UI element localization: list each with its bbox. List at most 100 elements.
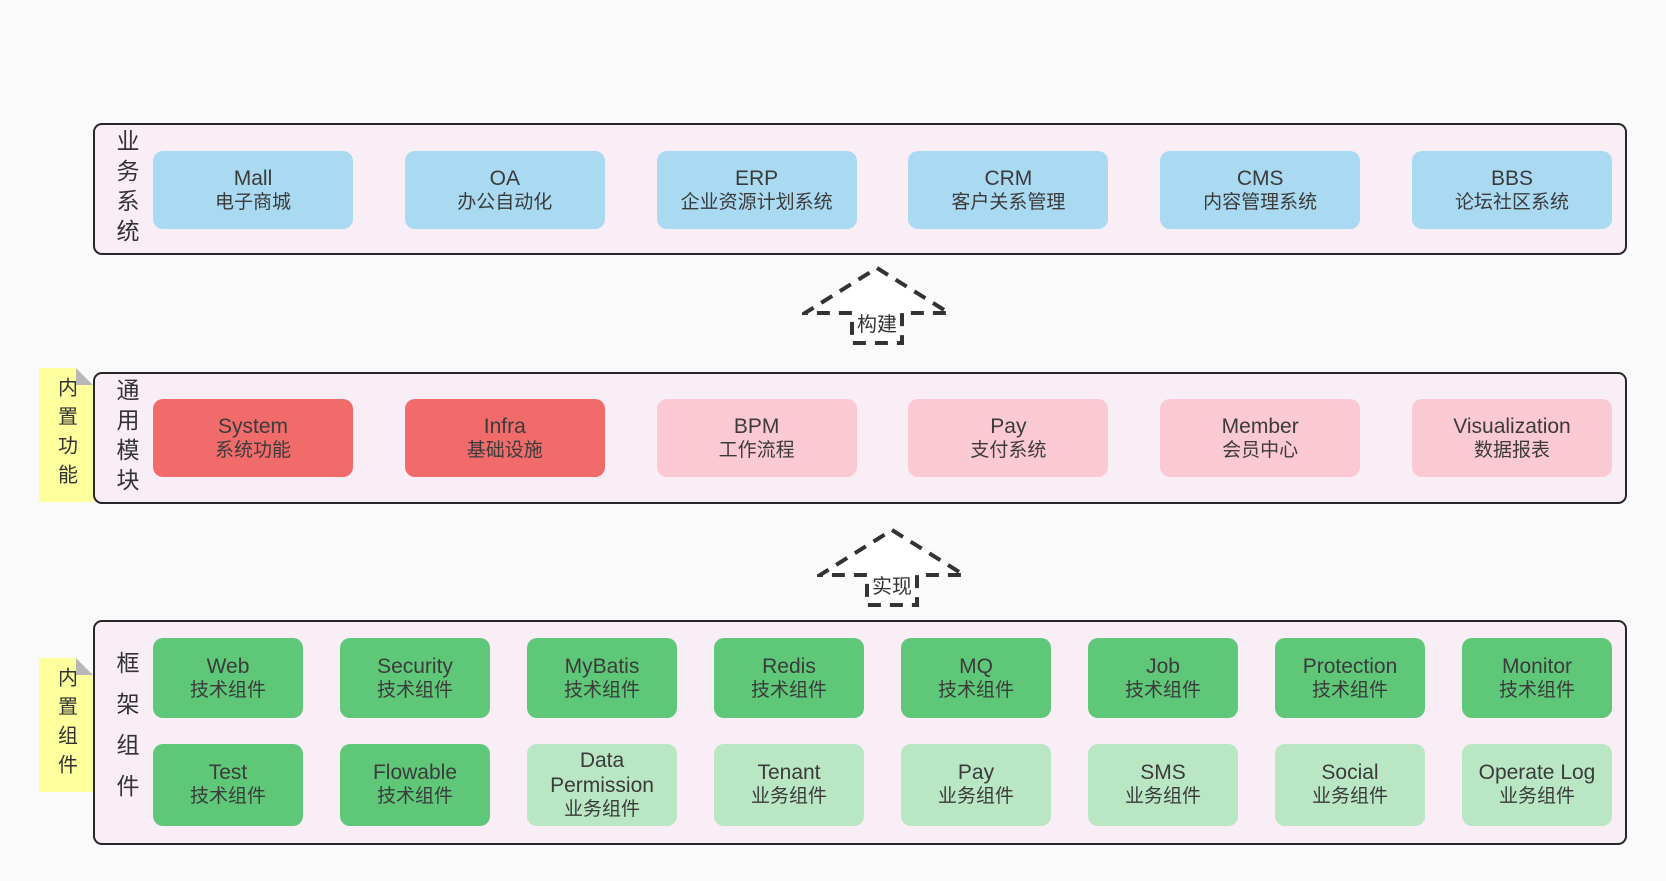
arrow-build-label: 构建 bbox=[854, 308, 900, 337]
box-subtitle: 系统功能 bbox=[214, 440, 291, 462]
box-subtitle: 业务组件 bbox=[1124, 786, 1201, 808]
box-title: CRM bbox=[984, 166, 1033, 190]
box-title: Tenant bbox=[757, 761, 821, 785]
box-subtitle: 客户关系管理 bbox=[951, 192, 1066, 214]
box-mybatis: MyBatis 技术组件 bbox=[527, 638, 677, 718]
sticky-label: 内置组件 bbox=[54, 667, 77, 783]
box-title: Mall bbox=[233, 166, 273, 190]
box-subtitle: 技术组件 bbox=[937, 680, 1014, 702]
box-title: Data Permission bbox=[550, 749, 654, 797]
box-data-permission: Data Permission 业务组件 bbox=[527, 744, 677, 826]
box-subtitle: 业务组件 bbox=[750, 786, 827, 808]
box-subtitle: 技术组件 bbox=[376, 786, 453, 808]
box-tenant: Tenant 业务组件 bbox=[714, 744, 864, 826]
business-box-row: Mall 电子商城 OA 办公自动化 ERP 企业资源计划系统 CRM 客户关系… bbox=[153, 151, 1612, 229]
box-subtitle: 工作流程 bbox=[718, 440, 795, 462]
box-monitor: Monitor 技术组件 bbox=[1462, 638, 1612, 718]
box-title: Flowable bbox=[372, 761, 458, 785]
arrow-implement-label: 实现 bbox=[869, 570, 915, 599]
box-subtitle: 业务组件 bbox=[563, 798, 640, 820]
box-subtitle: 技术组件 bbox=[750, 680, 827, 702]
box-system: System 系统功能 bbox=[153, 399, 353, 477]
box-flowable: Flowable 技术组件 bbox=[340, 744, 490, 826]
box-subtitle: 业务组件 bbox=[1498, 786, 1575, 808]
box-title: Web bbox=[206, 654, 250, 678]
box-pay-system: Pay 支付系统 bbox=[908, 399, 1109, 477]
box-member: Member 会员中心 bbox=[1160, 399, 1361, 477]
box-bpm: BPM 工作流程 bbox=[656, 399, 857, 477]
components-box-row-2: Test 技术组件 Flowable 技术组件 Data Permission … bbox=[153, 744, 1612, 826]
box-title: Infra bbox=[483, 414, 526, 438]
box-title: Member bbox=[1221, 414, 1299, 438]
box-subtitle: 技术组件 bbox=[1311, 680, 1388, 702]
section-framework-components: 框架组件 Web 技术组件 Security 技术组件 MyBatis 技术组件… bbox=[93, 620, 1627, 845]
box-subtitle: 数据报表 bbox=[1473, 440, 1550, 462]
box-subtitle: 技术组件 bbox=[1498, 680, 1575, 702]
box-visualization: Visualization 数据报表 bbox=[1411, 399, 1612, 477]
box-subtitle: 技术组件 bbox=[1124, 680, 1201, 702]
box-title: ERP bbox=[735, 166, 779, 190]
sticky-label: 内置功能 bbox=[54, 377, 77, 493]
box-cms: CMS 内容管理系统 bbox=[1160, 151, 1361, 229]
box-subtitle: 电子商城 bbox=[214, 192, 291, 214]
box-erp: ERP 企业资源计划系统 bbox=[656, 151, 857, 229]
box-test: Test 技术组件 bbox=[153, 744, 303, 826]
box-subtitle: 技术组件 bbox=[189, 680, 266, 702]
box-title: Operate Log bbox=[1478, 761, 1596, 785]
folded-corner-icon bbox=[76, 658, 93, 675]
box-mq: MQ 技术组件 bbox=[901, 638, 1051, 718]
box-mall: Mall 电子商城 bbox=[153, 151, 353, 229]
box-social: Social 业务组件 bbox=[1275, 744, 1425, 826]
box-title: Security bbox=[377, 654, 453, 678]
box-subtitle: 会员中心 bbox=[1222, 440, 1299, 462]
box-subtitle: 企业资源计划系统 bbox=[680, 192, 833, 214]
box-subtitle: 技术组件 bbox=[189, 786, 266, 808]
box-pay-component: Pay 业务组件 bbox=[901, 744, 1051, 826]
dashed-up-arrow-icon bbox=[802, 265, 952, 345]
sticky-built-in-functions: 内置功能 bbox=[39, 368, 93, 502]
box-title: Pay bbox=[990, 414, 1027, 438]
box-job: Job 技术组件 bbox=[1088, 638, 1238, 718]
box-subtitle: 技术组件 bbox=[563, 680, 640, 702]
box-title: BBS bbox=[1490, 166, 1533, 190]
box-title: Pay bbox=[957, 761, 995, 785]
modules-box-row: System 系统功能 Infra 基础设施 BPM 工作流程 Pay 支付系统… bbox=[153, 399, 1612, 477]
box-web: Web 技术组件 bbox=[153, 638, 303, 718]
box-subtitle: 技术组件 bbox=[376, 680, 453, 702]
box-title: BPM bbox=[733, 414, 780, 438]
box-title: Redis bbox=[762, 654, 816, 678]
box-subtitle: 办公自动化 bbox=[457, 192, 553, 214]
box-crm: CRM 客户关系管理 bbox=[908, 151, 1109, 229]
box-security: Security 技术组件 bbox=[340, 638, 490, 718]
components-box-row-1: Web 技术组件 Security 技术组件 MyBatis 技术组件 Redi… bbox=[153, 638, 1612, 718]
box-title: Visualization bbox=[1453, 414, 1571, 438]
box-title: System bbox=[217, 414, 288, 438]
box-title: MQ bbox=[959, 654, 993, 678]
box-title: SMS bbox=[1140, 761, 1186, 785]
box-title: OA bbox=[489, 166, 520, 190]
section-business-label: 业务系统 bbox=[113, 129, 139, 249]
dashed-up-arrow-icon bbox=[817, 527, 967, 607]
box-title: MyBatis bbox=[564, 654, 640, 678]
box-subtitle: 论坛社区系统 bbox=[1454, 192, 1569, 214]
section-business-systems: 业务系统 Mall 电子商城 OA 办公自动化 ERP 企业资源计划系统 CRM… bbox=[93, 123, 1627, 255]
box-subtitle: 内容管理系统 bbox=[1203, 192, 1318, 214]
box-subtitle: 基础设施 bbox=[466, 440, 543, 462]
sticky-built-in-components: 内置组件 bbox=[39, 658, 93, 792]
box-subtitle: 支付系统 bbox=[970, 440, 1047, 462]
box-title: Test bbox=[208, 761, 248, 785]
up-arrow-implement: 实现 bbox=[817, 518, 967, 608]
box-subtitle: 业务组件 bbox=[937, 786, 1014, 808]
box-sms: SMS 业务组件 bbox=[1088, 744, 1238, 826]
box-title: Social bbox=[1321, 761, 1379, 785]
box-title: Job bbox=[1146, 654, 1180, 678]
up-arrow-build: 构建 bbox=[802, 256, 952, 346]
box-infra: Infra 基础设施 bbox=[404, 399, 605, 477]
box-bbs: BBS 论坛社区系统 bbox=[1411, 151, 1612, 229]
section-common-modules: 通用模块 System 系统功能 Infra 基础设施 BPM 工作流程 Pay… bbox=[93, 372, 1627, 504]
section-modules-label: 通用模块 bbox=[113, 378, 139, 498]
section-components-label: 框架组件 bbox=[113, 650, 139, 815]
box-title: CMS bbox=[1236, 166, 1284, 190]
box-title: Monitor bbox=[1501, 654, 1573, 678]
